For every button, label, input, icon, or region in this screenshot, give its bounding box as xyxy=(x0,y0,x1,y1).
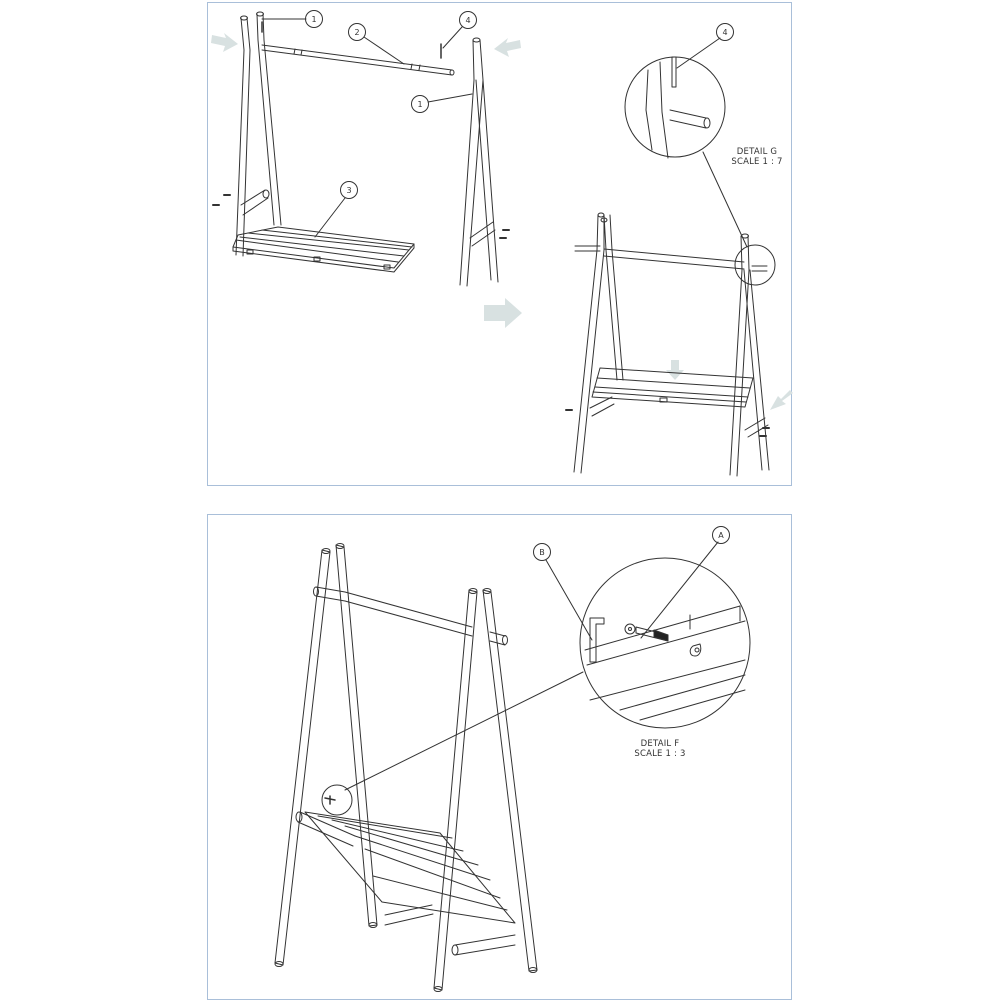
svg-text:B: B xyxy=(539,548,545,557)
arrow-icon xyxy=(494,38,521,57)
detail-g-bubble xyxy=(624,56,726,159)
detail-f-caption: DETAIL F SCALE 1 : 3 xyxy=(625,739,695,759)
detail-f-scale: SCALE 1 : 3 xyxy=(634,749,686,759)
callout-3-shelf: 3 xyxy=(314,181,358,238)
insert-arrows xyxy=(211,33,793,410)
arrow-icon xyxy=(211,33,238,52)
full-rack xyxy=(274,543,584,992)
svg-text:2: 2 xyxy=(354,28,359,37)
right-a-frame xyxy=(440,37,510,287)
callout-4-pin: 4 xyxy=(442,11,477,49)
arrow-icon xyxy=(770,390,793,410)
detail-f-title: DETAIL F xyxy=(640,739,680,749)
hanging-rail xyxy=(261,44,455,76)
detail-g-scale: SCALE 1 : 7 xyxy=(731,157,783,167)
callout-a-bolt: A xyxy=(640,526,730,639)
callout-1-left: 1 xyxy=(261,10,323,28)
detail-g-title: DETAIL G xyxy=(736,147,778,157)
detail-f-bubble xyxy=(579,557,751,729)
callout-1-right: 1 xyxy=(411,93,473,113)
svg-text:A: A xyxy=(718,531,724,540)
callout-b-hexkey: B xyxy=(533,543,593,641)
callout-2-rail: 2 xyxy=(348,23,405,65)
next-step-arrow-icon xyxy=(484,298,522,328)
svg-text:1: 1 xyxy=(311,15,316,24)
slatted-shelf xyxy=(232,226,415,273)
left-a-frame xyxy=(212,11,282,257)
detail-g-caption: DETAIL G SCALE 1 : 7 xyxy=(722,147,792,167)
assembled-rack xyxy=(565,151,776,477)
svg-text:4: 4 xyxy=(465,16,470,25)
svg-text:4: 4 xyxy=(722,28,727,37)
arrow-icon xyxy=(666,360,684,380)
step-panel-bolting xyxy=(207,514,792,1000)
svg-text:1: 1 xyxy=(417,100,422,109)
svg-text:3: 3 xyxy=(346,186,351,195)
callout-4-detail: 4 xyxy=(676,23,734,69)
